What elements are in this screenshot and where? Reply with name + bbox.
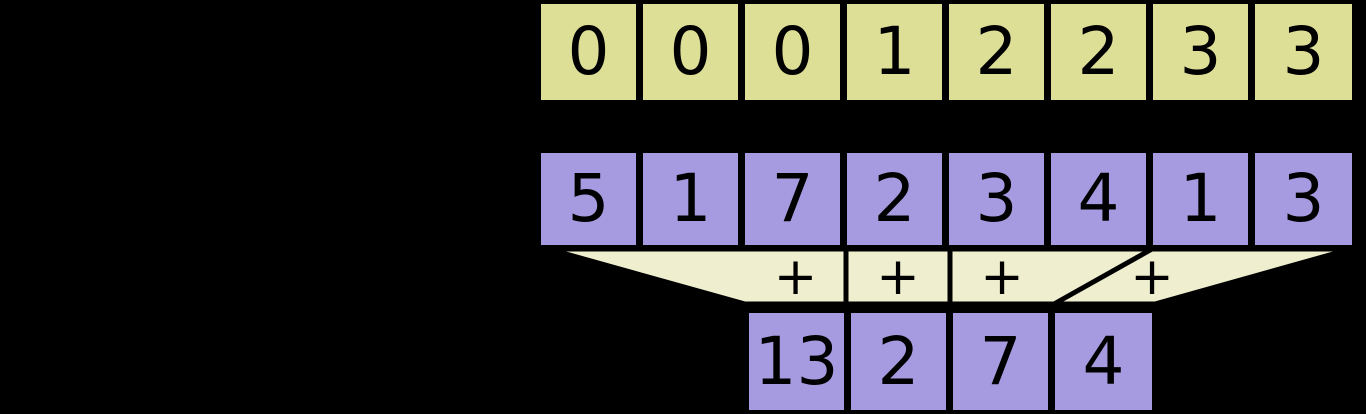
value-cell-3[interactable]: 2: [843, 149, 946, 249]
segment-id-cell-4[interactable]: 2: [945, 0, 1048, 104]
output-cell-1[interactable]: 2: [847, 309, 950, 414]
plus-operator-2: +: [980, 247, 1024, 307]
output-cell-3[interactable]: 4: [1051, 309, 1156, 414]
segment-id-cell-1[interactable]: 0: [639, 0, 742, 104]
plus-operator-3: +: [1130, 247, 1174, 307]
segment-id-cell-6[interactable]: 3: [1149, 0, 1252, 104]
segment-id-cell-2[interactable]: 0: [741, 0, 844, 104]
value-cell-7[interactable]: 3: [1251, 149, 1356, 249]
output-cell-2[interactable]: 7: [949, 309, 1052, 414]
segment-id-cell-0[interactable]: 0: [537, 0, 640, 104]
output-cell-0[interactable]: 13: [745, 309, 848, 414]
segment-id-cell-3[interactable]: 1: [843, 0, 946, 104]
value-cell-4[interactable]: 3: [945, 149, 1048, 249]
value-cell-5[interactable]: 4: [1047, 149, 1150, 249]
value-cell-6[interactable]: 1: [1149, 149, 1252, 249]
segment-id-cell-7[interactable]: 3: [1251, 0, 1356, 104]
plus-operator-1: +: [876, 247, 920, 307]
value-cell-2[interactable]: 7: [741, 149, 844, 249]
value-cell-1[interactable]: 1: [639, 149, 742, 249]
segment-id-cell-5[interactable]: 2: [1047, 0, 1150, 104]
plus-operator-0: +: [773, 247, 818, 307]
value-cell-0[interactable]: 5: [537, 149, 640, 249]
